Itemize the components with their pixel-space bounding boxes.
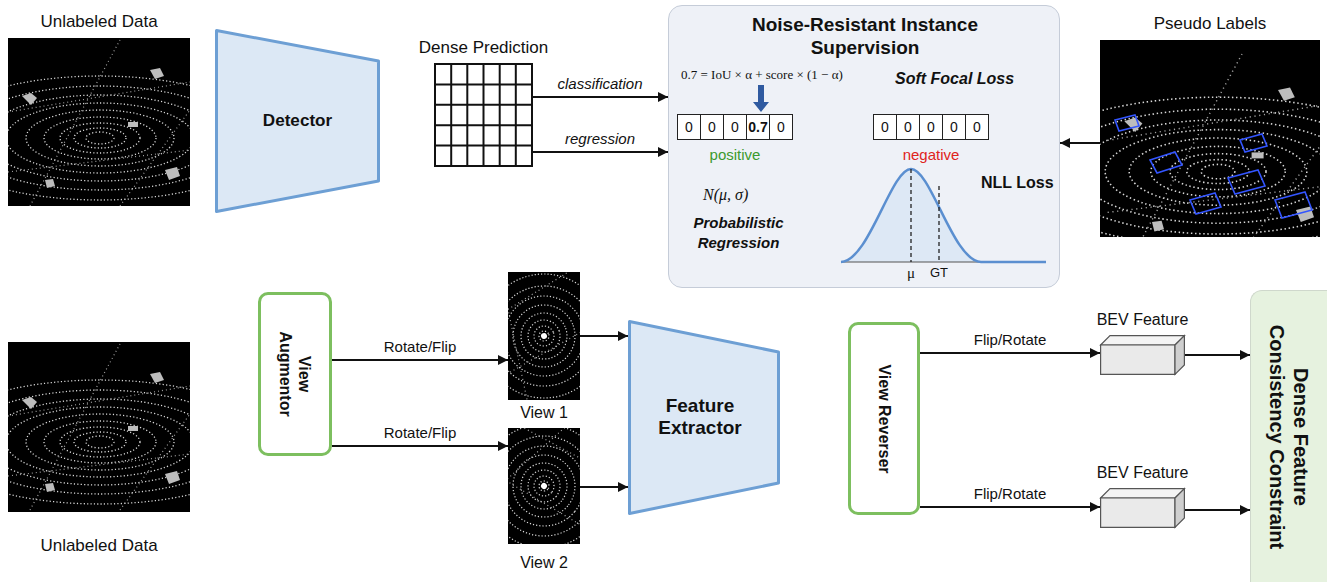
supervision-panel: Noise-Resistant Instance Supervision 0.7 … [668,5,1060,288]
vector-cell: 0 [919,114,943,140]
flow-arrow [1185,354,1250,356]
distribution-formula: N(μ, σ) [703,186,748,204]
score-value: 0.7 [747,119,769,135]
pseudo-label-scan [1100,40,1320,237]
feature-label: BEV Feature [1097,464,1189,482]
panel-title: Noise-Resistant Instance Supervision [735,14,995,60]
lidar-image: Unlabeled Data [8,342,190,512]
lidar-scan [8,342,190,512]
vector-cell: 0 [700,114,724,140]
vector-cell: 0 [769,114,793,140]
score-value: 0 [966,119,988,135]
score-value: 0 [943,119,965,135]
score-value: 0 [897,119,919,135]
view-label: View 1 [520,404,568,422]
flow-arrow [920,506,1100,508]
vector-cell: 0 [723,114,747,140]
bev-view-image [508,272,580,400]
node-shape [1100,335,1185,375]
view-label: View 2 [520,554,568,572]
dashed-marker [938,186,939,262]
score-value: 0 [920,119,942,135]
flow-arrow [532,151,668,153]
block-label: Feature Extractor [642,395,758,441]
image-label: Unlabeled Data [40,536,157,556]
extractor-block: Feature Extractor [628,320,780,515]
flow-arrow [580,486,628,488]
dashed-marker [910,169,911,262]
slab-face [1175,489,1184,528]
flow-arrow [532,96,668,98]
pseudo-label-image: Pseudo Labels [1100,40,1320,237]
slab-face [1101,489,1185,498]
detector-block: Detector [215,29,380,213]
sample-tag: negative [871,146,991,163]
node-shape [1100,488,1185,528]
vector-cell: 0 [896,114,920,140]
lidar-image: Unlabeled Data [8,38,190,206]
flow-arrow [1060,142,1100,144]
dense-prediction-grid [435,64,532,166]
flow-arrow [1185,509,1250,511]
slab-face [1101,498,1175,527]
score-value: 0 [874,119,896,135]
prediction-grid: Dense Prediction [435,64,532,166]
flow-arrow [580,335,628,337]
augmentor-box: View Augmentor [258,292,332,456]
block-label: Detector [215,111,380,132]
pointer-arrow [753,85,769,112]
score-value: 0 [678,119,700,135]
vector-cell: 0 [965,114,989,140]
constraint-panel: Dense Feature Consistency Constraint [1250,290,1327,582]
image-label: Pseudo Labels [1154,14,1266,34]
slab-face [1101,336,1185,345]
axis-mark: GT [927,265,951,280]
bev-feature-slab: BEV Feature [1100,488,1185,528]
vector-cell: 0.7 [746,114,770,140]
vector-cell: 0 [873,114,897,140]
feature-label: BEV Feature [1097,311,1189,329]
grid-label: Dense Prediction [419,38,548,58]
slab-face [1101,345,1175,374]
view-image: View 2 [508,428,580,544]
loss-name: Soft Focal Loss [895,70,1014,88]
formula: 0.7 = IoU × α + score × (1 − α) [681,67,843,83]
slab-face [1175,336,1184,375]
edge-label: regression [565,130,635,147]
sample-tag: positive [675,146,795,163]
bev-feature-slab: BEV Feature [1100,335,1185,375]
edge-label: Rotate/Flip [384,424,457,441]
trapezoid-outline [630,322,779,514]
vector-cell: 0 [942,114,966,140]
score-value: 0 [701,119,723,135]
panel-title: Dense Feature Consistency Constraint [1265,312,1313,562]
axis-mark: μ [903,265,919,282]
edge-label: classification [557,75,642,92]
loss-name: NLL Loss [981,174,1054,192]
flow-arrow [332,359,508,361]
view-image: View 1 [508,272,580,400]
edge-label: Flip/Rotate [974,331,1047,348]
score-value: 0 [770,119,792,135]
method-name: Probabilistic Regression [676,213,801,254]
vector-cell: 0 [677,114,701,140]
bev-view-image [508,428,580,544]
score-value: 0 [724,119,746,135]
edge-label: Flip/Rotate [974,485,1047,502]
block-label: View Augmentor [276,319,314,429]
block-label: View Reverser [874,364,893,474]
flow-arrow [332,445,508,447]
lidar-scan [8,38,190,206]
flow-arrow [920,352,1100,354]
edge-label: Rotate/Flip [384,338,457,355]
image-label: Unlabeled Data [40,12,157,32]
reverser-box: View Reverser [848,322,920,515]
